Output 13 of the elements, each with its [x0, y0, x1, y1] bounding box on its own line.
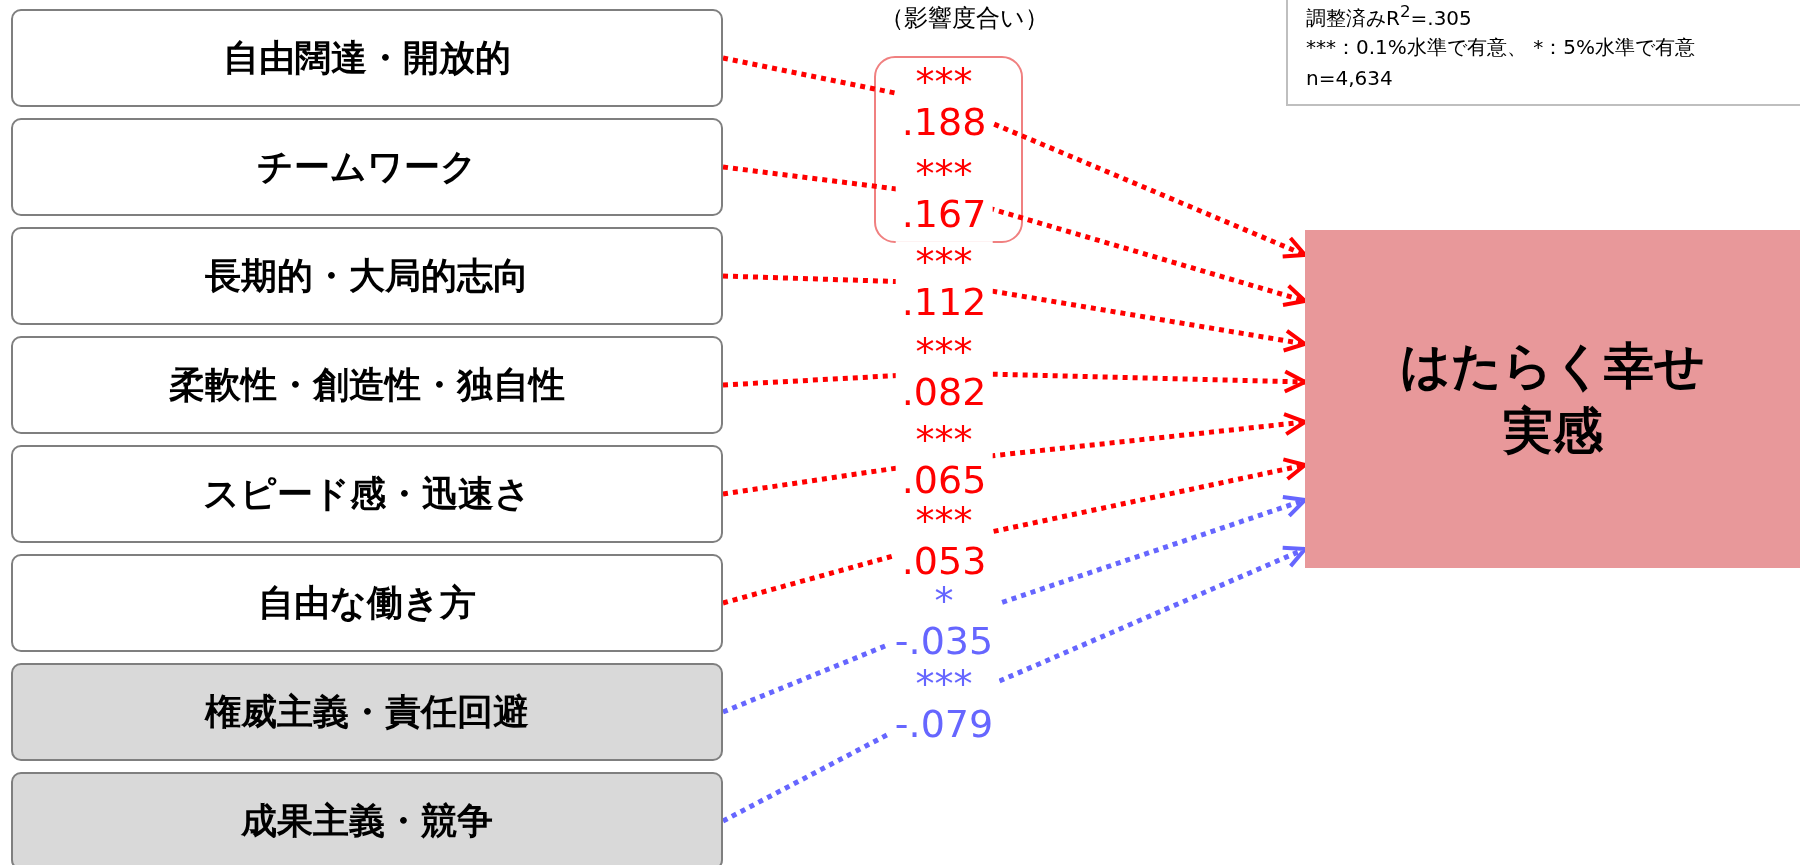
- note-text: ***：0.1%水準で有意、 *：5%水準で有意: [1306, 34, 1695, 61]
- factor-box: 長期的・大局的志向: [11, 227, 723, 325]
- factor-box: 権威主義・責任回避: [11, 663, 723, 761]
- factor-box: スピード感・迅速さ: [11, 445, 723, 543]
- factor-box: 柔軟性・創造性・独自性: [11, 336, 723, 434]
- factor-box: 成果主義・競争: [11, 772, 723, 865]
- factor-box: 自由闊達・開放的: [11, 9, 723, 107]
- factor-box: 自由な働き方: [11, 554, 723, 652]
- factor-box: チームワーク: [11, 118, 723, 216]
- note-text: 調整済みR$^{2}$=.305: [1306, 2, 1472, 32]
- outcome-box: はたらく幸せ実感: [1305, 230, 1800, 568]
- note-text: n=4,634: [1306, 66, 1393, 90]
- heading-text: （影響度合い）: [880, 3, 1049, 34]
